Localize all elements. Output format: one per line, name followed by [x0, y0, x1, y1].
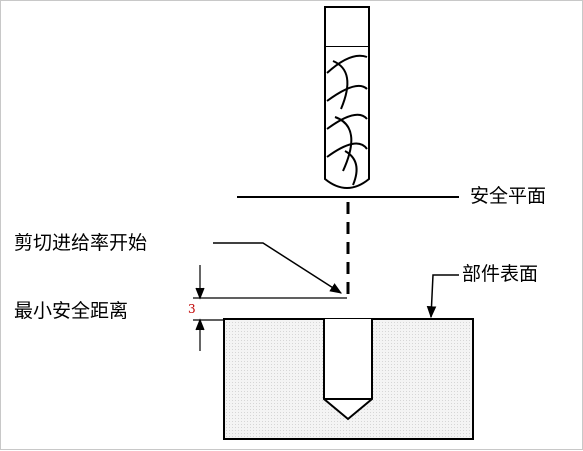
drill-bit-icon [324, 6, 370, 189]
drilled-hole [323, 319, 373, 421]
min-safe-distance-value: 3 [188, 302, 196, 316]
min-safe-distance-dimension [193, 265, 347, 351]
min-safe-distance-label: 最小安全距离 [14, 300, 129, 322]
safe-plane-label: 安全平面 [470, 185, 547, 207]
feed-start-leader [213, 242, 343, 294]
part-surface-label: 部件表面 [462, 263, 539, 285]
feed-start-label: 剪切进给率开始 [14, 232, 148, 254]
part-surface-leader [426, 274, 459, 319]
